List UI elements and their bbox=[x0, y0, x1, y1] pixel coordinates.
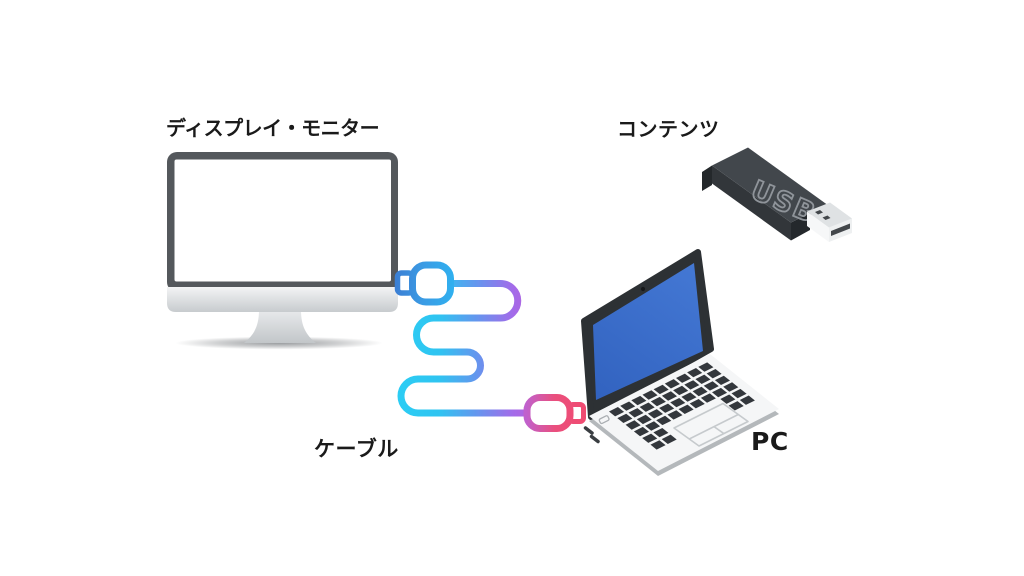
laptop-key bbox=[617, 413, 633, 423]
laptop-key bbox=[620, 401, 636, 411]
usb-front-face bbox=[712, 165, 791, 241]
laptop-key bbox=[645, 421, 661, 431]
label-content: コンテンツ bbox=[617, 117, 720, 141]
monitor-stand bbox=[244, 310, 316, 343]
laptop-webcam bbox=[640, 286, 646, 292]
laptop-key bbox=[689, 399, 705, 409]
laptop-key bbox=[698, 362, 714, 372]
cable-plug-blue-icon bbox=[394, 261, 454, 306]
laptop-key bbox=[687, 368, 703, 378]
usb-plug-slot bbox=[831, 223, 850, 236]
laptop-key bbox=[739, 395, 755, 405]
usb-right-end bbox=[791, 213, 810, 241]
laptop-key bbox=[700, 393, 716, 403]
laptop-key bbox=[633, 426, 649, 437]
monitor-chin bbox=[167, 287, 398, 312]
laptop-key bbox=[653, 428, 669, 438]
laptop-key bbox=[712, 387, 728, 398]
usb-contact-hole bbox=[822, 215, 831, 220]
laptop-key bbox=[661, 434, 677, 444]
laptop-key bbox=[664, 379, 680, 389]
laptop-graphic bbox=[581, 249, 779, 476]
laptop-key bbox=[714, 375, 730, 385]
usb-contact-hole bbox=[815, 210, 823, 215]
laptop-side-ports bbox=[583, 426, 600, 444]
laptop-key bbox=[720, 394, 736, 404]
laptop-key bbox=[628, 408, 644, 418]
laptop-key bbox=[673, 385, 689, 396]
laptop-key bbox=[642, 390, 658, 400]
laptop-key bbox=[731, 388, 747, 399]
laptop-key bbox=[706, 369, 722, 379]
usb-plug-front bbox=[807, 211, 829, 242]
laptop-key bbox=[681, 392, 697, 402]
laptop-key bbox=[684, 380, 700, 390]
laptop-key bbox=[625, 420, 641, 430]
usb-end-face bbox=[702, 165, 712, 191]
laptop-key bbox=[703, 381, 719, 391]
laptop-key bbox=[650, 440, 666, 450]
cable-graphic bbox=[394, 261, 586, 432]
laptop-key bbox=[650, 396, 666, 407]
laptop-key bbox=[723, 382, 739, 392]
laptop-key bbox=[656, 415, 672, 426]
laptop-key bbox=[659, 403, 675, 413]
usb-plug-top bbox=[807, 202, 852, 228]
laptop-key bbox=[667, 410, 683, 420]
laptop-key bbox=[692, 386, 708, 397]
laptop-keyboard bbox=[609, 362, 755, 450]
laptop-key bbox=[661, 391, 677, 401]
laptop-key bbox=[639, 402, 655, 412]
laptop-screen bbox=[593, 263, 703, 400]
laptop-key bbox=[670, 398, 686, 408]
cable-plug-pink-icon bbox=[523, 394, 586, 432]
laptop-key bbox=[728, 401, 744, 411]
laptop-key bbox=[695, 374, 711, 384]
laptop-power-button bbox=[598, 415, 610, 425]
label-display-monitor: ディスプレイ・モニター bbox=[166, 116, 380, 140]
laptop-key bbox=[676, 373, 691, 383]
monitor-screen bbox=[174, 159, 391, 282]
laptop-trackpad bbox=[673, 402, 749, 447]
label-pc: PC bbox=[751, 427, 789, 456]
laptop-key bbox=[653, 384, 669, 395]
laptop-key bbox=[642, 433, 658, 443]
usb-stick-icon: USB bbox=[702, 147, 852, 242]
usb-top-face bbox=[712, 147, 827, 223]
laptop-key bbox=[647, 409, 663, 419]
laptop-key bbox=[678, 404, 694, 414]
monitor-graphic bbox=[167, 152, 398, 350]
laptop-key bbox=[609, 407, 625, 417]
laptop-key bbox=[631, 395, 647, 406]
cable-wire bbox=[397, 280, 532, 417]
laptop-key bbox=[636, 414, 652, 425]
label-cable: ケーブル bbox=[314, 437, 399, 461]
